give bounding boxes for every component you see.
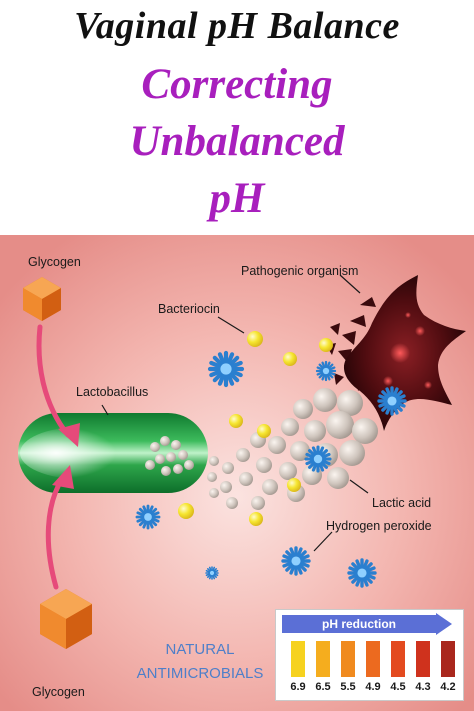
label-glycogen-top: Glycogen xyxy=(28,255,81,269)
ph-value-label: 6.9 xyxy=(290,681,306,693)
ph-swatch xyxy=(391,641,405,677)
ph-value-label: 5.5 xyxy=(340,681,356,693)
ph-value-label: 6.5 xyxy=(315,681,331,693)
label-pathogenic-organism: Pathogenic organism xyxy=(241,264,359,278)
bacteriocin-particles xyxy=(178,331,333,526)
ph-swatch xyxy=(416,641,430,677)
title-line-4: pH xyxy=(209,175,265,222)
ph-swatch xyxy=(341,641,355,677)
glycogen-arrow-bottom xyxy=(45,465,74,590)
label-hydrogen-peroxide: Hydrogen peroxide xyxy=(326,519,432,533)
ph-value-label: 4.3 xyxy=(415,681,431,693)
title-line-3: Unbalanced xyxy=(129,118,345,165)
label-bacteriocin: Bacteriocin xyxy=(158,302,220,316)
lactobacillus-capsule xyxy=(18,413,208,493)
ph-reduction-title: pH reduction xyxy=(322,617,396,631)
label-lactic-acid: Lactic acid xyxy=(372,496,432,510)
natural-antimicrobials-text: NATURAL ANTIMICROBIALS xyxy=(130,638,270,686)
ph-swatch xyxy=(441,641,455,677)
natural-line-2: ANTIMICROBIALS xyxy=(136,665,264,682)
ph-value-label: 4.2 xyxy=(440,681,456,693)
glycogen-arrow-top xyxy=(36,324,80,447)
title-line-2: Correcting xyxy=(141,61,333,108)
title-line-1: Vaginal pH Balance xyxy=(74,5,400,47)
ph-reduction-arrow xyxy=(282,613,452,635)
ph-balance-illustration xyxy=(0,235,474,711)
natural-line-1: NATURAL xyxy=(165,641,235,658)
glycogen-crystal-top xyxy=(23,277,61,321)
glycogen-crystal-bottom xyxy=(40,589,92,649)
ph-swatch xyxy=(291,641,305,677)
label-lactobacillus: Lactobacillus xyxy=(76,385,149,399)
ph-value-label: 4.9 xyxy=(365,681,381,693)
pathogenic-organism xyxy=(326,275,466,431)
ph-value-label: 4.5 xyxy=(390,681,406,693)
ph-scale-panel: pH reduction 6.9 6.5 5.5 4.9 4.5 4.3 4.2 xyxy=(275,609,464,701)
ph-swatch xyxy=(316,641,330,677)
label-leader-lines xyxy=(101,274,369,552)
label-glycogen-bottom: Glycogen xyxy=(32,685,85,699)
ph-swatch xyxy=(366,641,380,677)
